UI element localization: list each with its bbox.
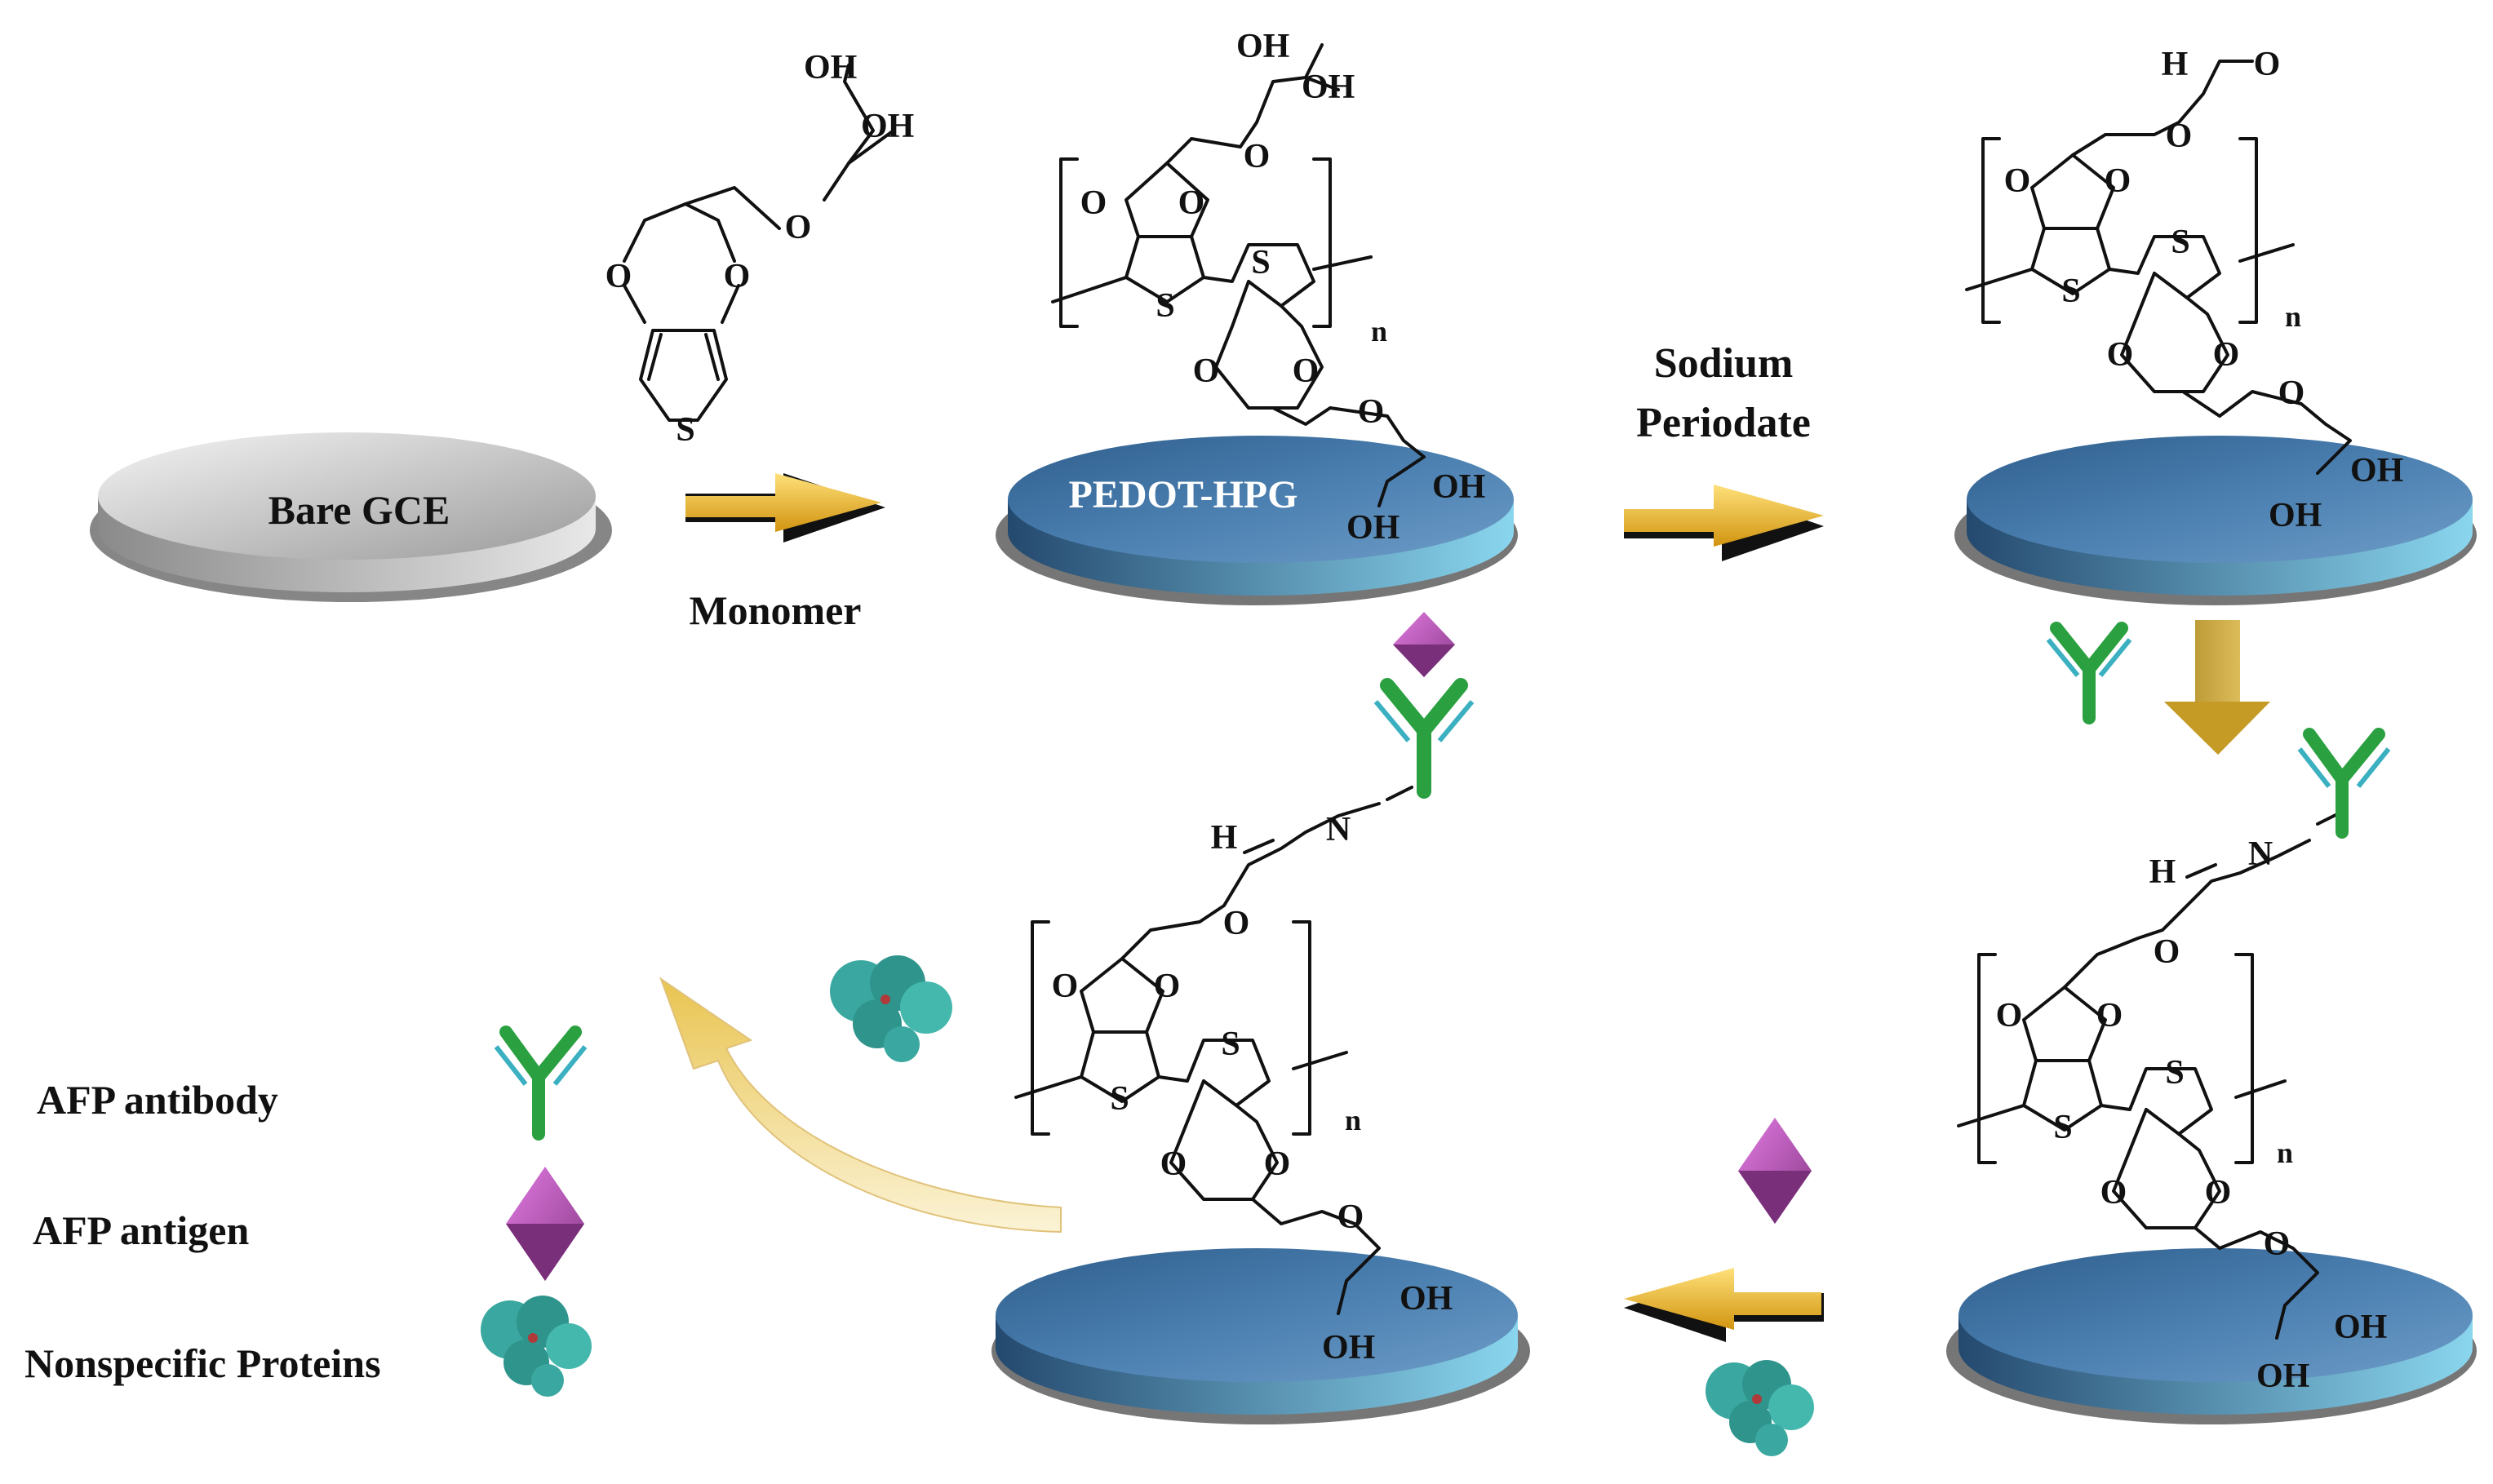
atom-oh: OH [2350,452,2403,489]
repeat-n: n [2277,1136,2293,1169]
atom-oh: OH [2269,497,2322,534]
atom-oh: OH [804,49,857,86]
atom-o: O [1160,1145,1187,1183]
atom-oh: OH [2256,1358,2309,1395]
curved-arrow-icon [659,977,1062,1234]
atom-o: O [2105,162,2131,200]
protein-icon [481,1296,592,1397]
atom-s: S [2053,1109,2072,1146]
atom-oh: OH [1432,468,1485,506]
atom-oh: OH [1346,509,1400,547]
atom-oh: OH [1302,69,1355,106]
left-arrow-icon [1624,1268,1824,1342]
atom-s: S [1156,287,1174,325]
sodium-label: Sodium [1654,340,1794,387]
atom-o: O [2107,336,2134,374]
atom-o: O [1358,393,1385,431]
arrow-icon [685,473,885,543]
atom-o: O [2166,117,2193,155]
legend-proteins-label: Nonspecific Proteins [24,1340,381,1386]
antigen-icon [1738,1118,1812,1224]
atom-o: O [1193,352,1220,390]
atom-o: O [2100,1174,2127,1212]
repeat-n: n [1345,1104,1361,1136]
protein-icon [1706,1360,1814,1456]
atom-o: O [1244,138,1271,175]
atom-s: S [2061,272,2080,310]
antigen-icon [506,1167,584,1281]
antibody-icon [2046,622,2132,724]
antibody-icon [1373,678,1475,799]
repeat-n: n [1371,315,1387,348]
atom-o: O [2278,374,2305,412]
atom-o: O [724,258,751,295]
atom-o: O [2205,1174,2232,1212]
legend-antigen-label: AFP antigen [33,1207,249,1253]
legend-antibody-label: AFP antibody [37,1077,278,1123]
atom-o: O [606,258,632,295]
atom-s: S [2171,224,2189,261]
monomer-label: Monomer [689,587,861,633]
blocked-polymer-structure: H N O O O S S O O O OH OH n [1014,786,1453,1367]
atom-o: O [785,209,812,246]
atom-o: O [2004,162,2031,200]
atom-h: H [2162,46,2189,83]
down-arrow-icon [2164,620,2270,755]
atom-o: O [1996,997,2023,1034]
atom-s: S [1110,1080,1129,1118]
antibody-icon [494,1026,588,1141]
atom-s: S [1251,244,1270,281]
atom-n: N [2248,835,2273,873]
atom-s: S [1221,1026,1240,1063]
atom-oh: OH [1400,1280,1453,1318]
antigen-icon [1393,612,1455,677]
atom-h: H [1211,819,1238,857]
atom-o: O [1293,352,1320,390]
pedot-hpg-structure: O O S S O O O O OH OH OH OH n [1051,28,1485,547]
periodate-label: Periodate [1636,400,1811,446]
atom-o: O [1223,905,1250,942]
atom-o: O [2264,1225,2291,1263]
atom-oh: OH [2334,1309,2387,1346]
atom-o: O [2154,933,2180,971]
pedot-hpg-label: PEDOT-HPG [1069,473,1298,516]
atom-o: O [2254,46,2281,83]
bare-gce-electrode: Bare GCE [90,432,612,602]
atom-s: S [2165,1054,2184,1092]
aldehyde-structure: H O O O O S S O O O OH OH n [1965,46,2403,534]
aldehyde-electrode [1954,436,2477,605]
pedot-hpg-electrode: PEDOT-HPG [996,436,1518,605]
arrow-icon [1624,485,1824,561]
atom-oh: OH [1322,1329,1375,1367]
antibody-icon [2297,728,2391,839]
atom-o: O [1080,184,1107,222]
atom-o: O [1178,184,1205,222]
atom-n: N [1326,811,1351,848]
atom-o: O [2213,336,2240,374]
bare-gce-label: Bare GCE [268,487,450,533]
antibody-electrode [1946,1248,2477,1424]
atom-s: S [676,411,694,449]
bsa-blocked-electrode [991,1248,1530,1424]
atom-o: O [1264,1145,1291,1183]
atom-oh: OH [861,108,914,145]
protein-icon [830,955,952,1062]
atom-o: O [1052,968,1079,1005]
monomer-structure: S O O O OH OH [606,49,915,449]
repeat-n: n [2285,300,2301,333]
atom-o: O [1337,1198,1364,1236]
atom-o: O [2096,997,2123,1034]
atom-h: H [2149,853,2176,891]
legend: AFP antibody AFP antigen Nonspecific Pro… [24,1026,592,1397]
atom-o: O [1154,968,1181,1005]
antibody-polymer-structure: H N O O O S S O O O OH OH n [1957,810,2387,1395]
atom-oh: OH [1236,28,1289,65]
